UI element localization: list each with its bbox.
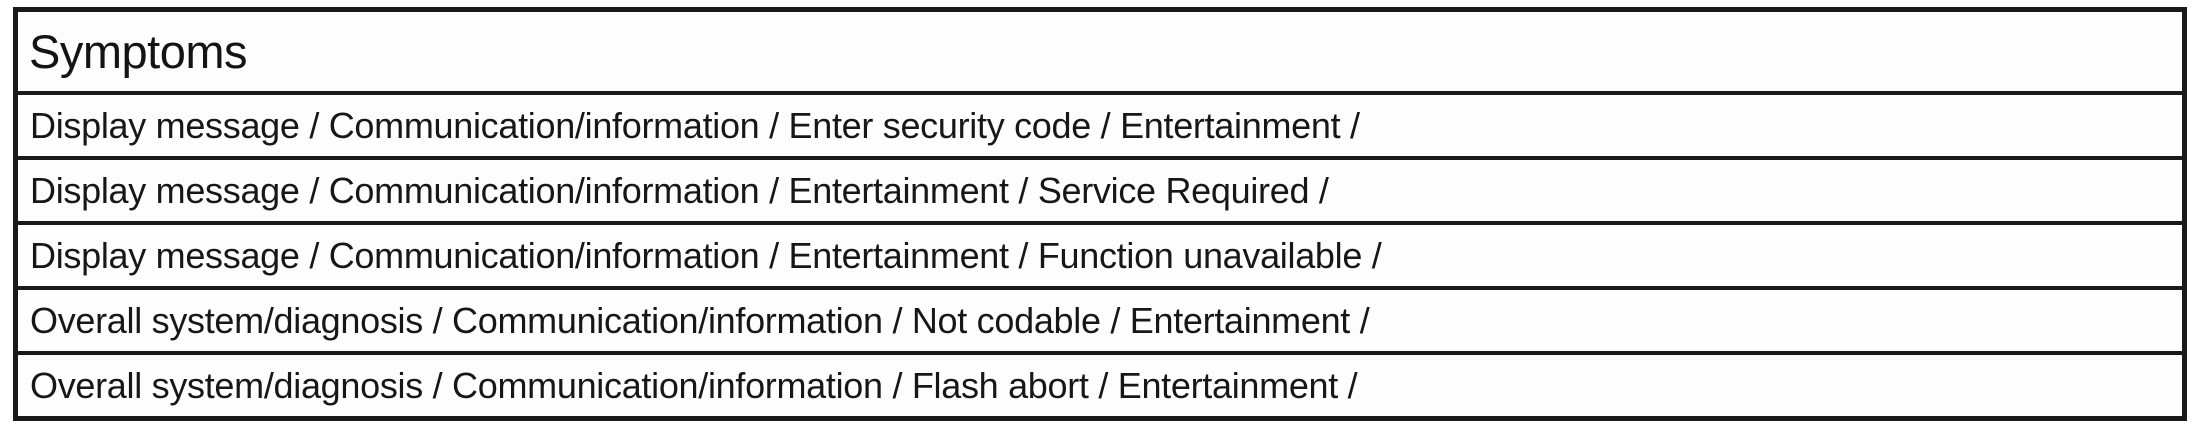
symptom-text: Display message / Communication/informat… [30, 104, 1360, 146]
symptom-text: Overall system/diagnosis / Communication… [30, 299, 1370, 341]
table-row: Overall system/diagnosis / Communication… [18, 355, 2182, 416]
symptom-text: Overall system/diagnosis / Communication… [30, 364, 1358, 406]
symptoms-table: Symptoms Display message / Communication… [13, 7, 2187, 421]
table-row: Display message / Communication/informat… [18, 225, 2182, 290]
table-row: Display message / Communication/informat… [18, 95, 2182, 160]
table-row: Overall system/diagnosis / Communication… [18, 290, 2182, 355]
symptom-text: Display message / Communication/informat… [30, 169, 1329, 211]
table-row: Display message / Communication/informat… [18, 160, 2182, 225]
symptom-text: Display message / Communication/informat… [30, 234, 1382, 276]
table-header-row: Symptoms [18, 12, 2182, 95]
table-header-label: Symptoms [29, 25, 248, 78]
